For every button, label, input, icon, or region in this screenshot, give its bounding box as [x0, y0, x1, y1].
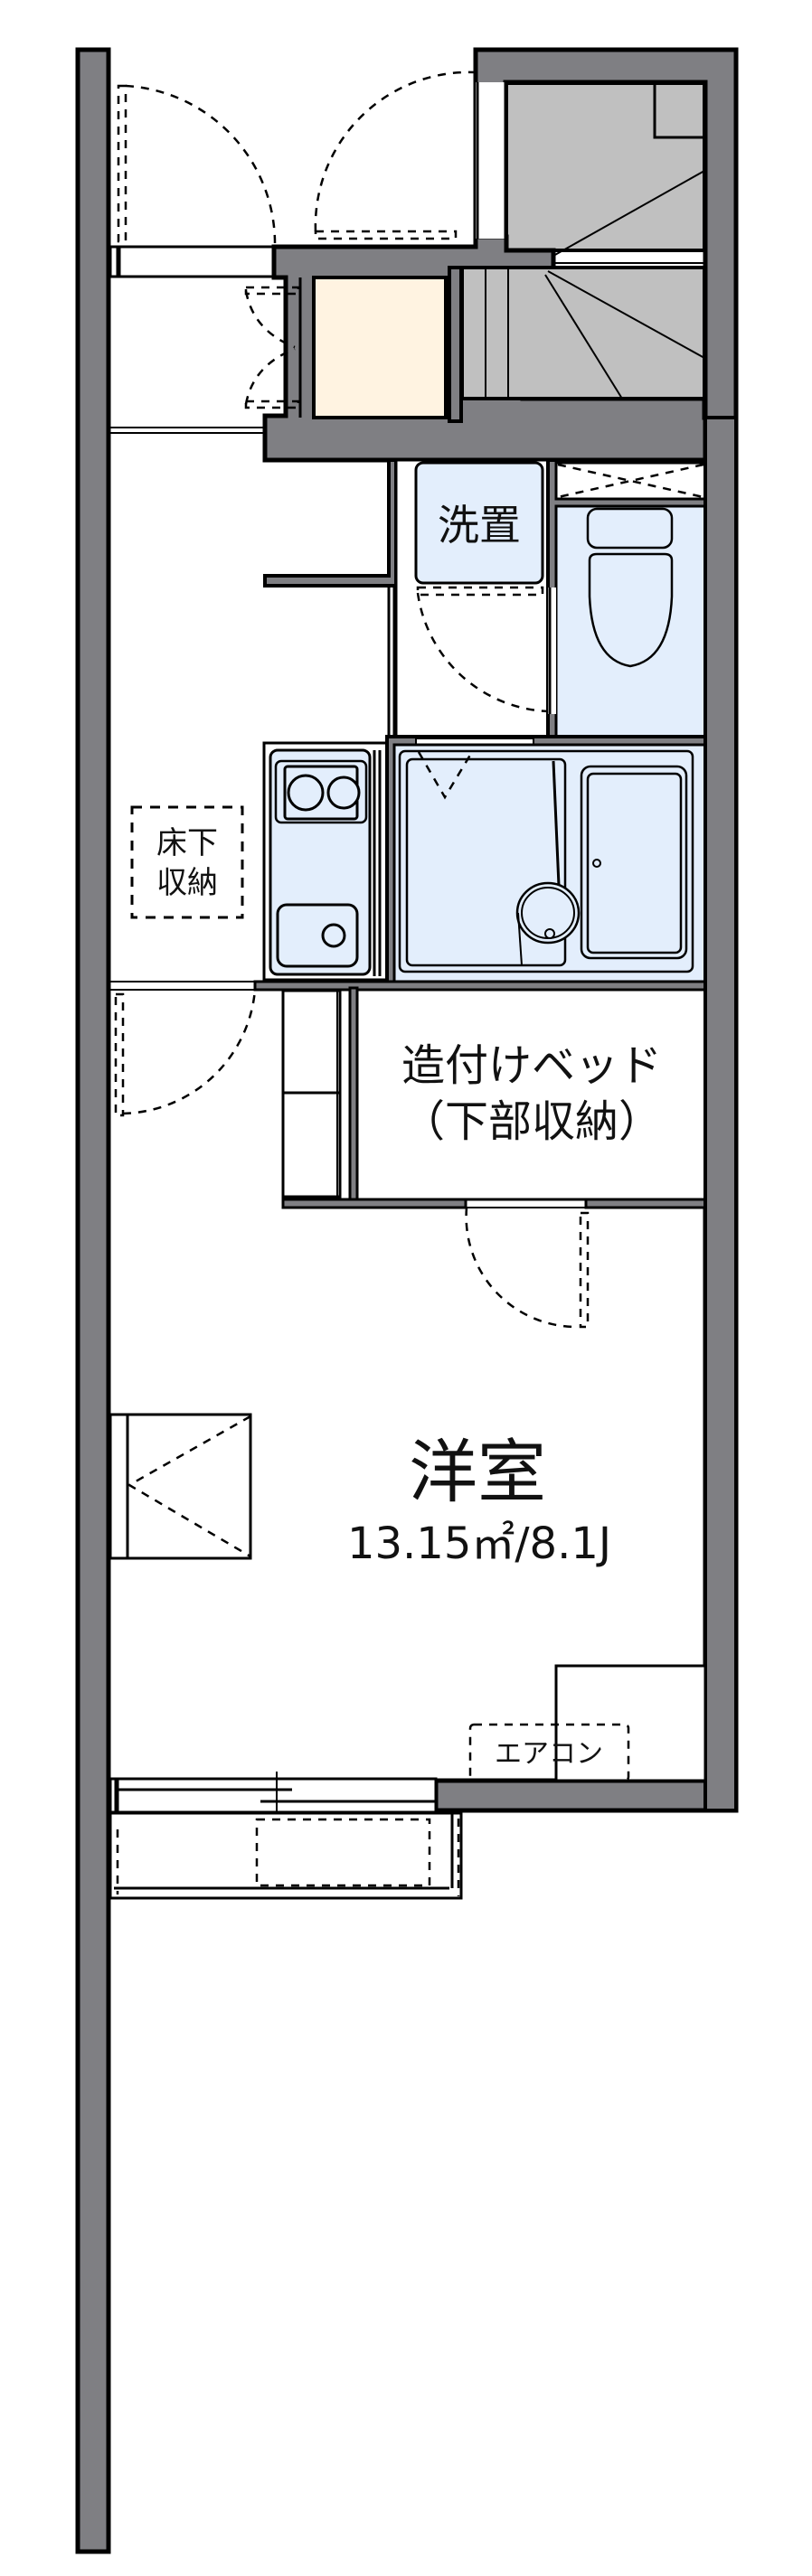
washing-machine-space [414, 461, 544, 585]
sink [276, 903, 359, 968]
unit-bath [392, 743, 707, 985]
aircon: エアコン [468, 1723, 630, 1782]
room-area: 13.15㎡/8.1J [347, 1518, 611, 1569]
bed-label-2: （下部収納） [401, 1096, 662, 1147]
burner-1 [287, 774, 325, 812]
staircase [505, 81, 706, 252]
storage-bifold-door[interactable] [244, 277, 302, 418]
underfloor-label-2: 収納 [156, 865, 218, 901]
bed-label-1: 造付けベッド [401, 1040, 662, 1091]
washer-label: 洗置 [438, 501, 521, 550]
exterior-wall-left [75, 47, 111, 2554]
room-closet[interactable] [109, 1413, 252, 1560]
toilet [586, 507, 674, 668]
outdoor-unit [255, 1818, 431, 1887]
bed-area-door[interactable] [465, 1207, 590, 1329]
built-in-bed [355, 988, 707, 1201]
balcony [109, 1811, 463, 1900]
room-right-wall [703, 416, 738, 1812]
aircon-label: エアコン [495, 1738, 603, 1770]
room-name: 洋室 [409, 1432, 546, 1512]
washroom-door[interactable] [416, 586, 549, 713]
burner-2 [326, 776, 361, 810]
aircon-box [554, 1664, 707, 1782]
entrance-door[interactable] [109, 84, 277, 278]
washroom-wall [263, 458, 398, 588]
underfloor-label-1: 床下 [156, 825, 218, 861]
hall-door[interactable] [314, 71, 507, 240]
room-entry-door[interactable] [114, 989, 257, 1117]
underfloor-storage[interactable]: 床下 収納 [130, 805, 244, 919]
storage-closet [312, 276, 448, 419]
shelf-unit [281, 989, 342, 1199]
kitchen [262, 741, 389, 982]
